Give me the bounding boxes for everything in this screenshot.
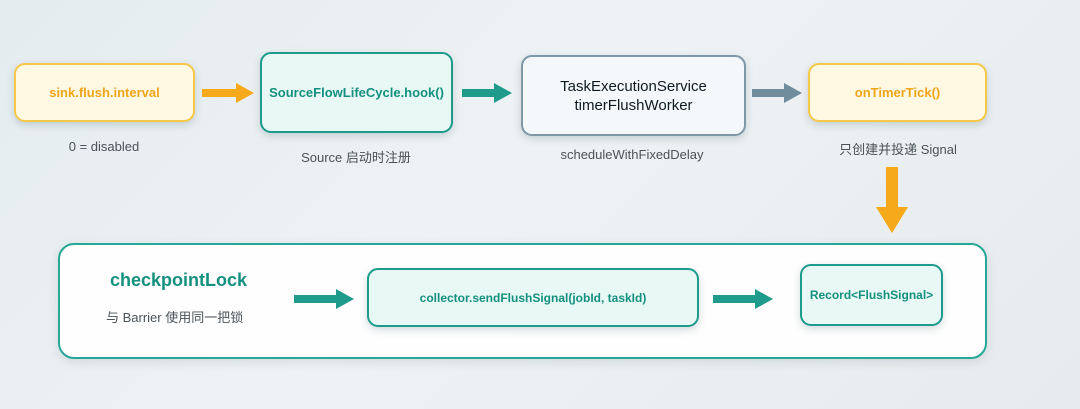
node-task-execution-service-line2: timerFlushWorker bbox=[574, 96, 693, 114]
arrow-send-to-record bbox=[713, 289, 773, 309]
caption-sink-flush-interval: 0 = disabled bbox=[68, 139, 140, 154]
node-record-flush-signal-label: Record<FlushSignal> bbox=[809, 288, 934, 302]
node-task-execution-service: TaskExecutionService timerFlushWorker bbox=[521, 55, 746, 136]
node-send-flush-signal: collector.sendFlushSignal(jobId, taskId) bbox=[367, 268, 699, 327]
node-on-timer-tick: onTimerTick() bbox=[808, 63, 987, 122]
caption-task-execution-service: scheduleWithFixedDelay bbox=[560, 147, 704, 162]
node-sink-flush-interval: sink.flush.interval bbox=[14, 63, 195, 122]
node-sink-flush-interval-label: sink.flush.interval bbox=[49, 85, 160, 100]
checkpoint-lock-title: checkpointLock bbox=[110, 270, 248, 290]
caption-on-timer-tick: 只创建并投递 Signal bbox=[839, 142, 957, 157]
node-task-execution-service-line1: TaskExecutionService bbox=[560, 77, 707, 95]
arrow-interval-to-hook bbox=[202, 83, 254, 103]
arrow-lock-to-send bbox=[294, 289, 354, 309]
node-on-timer-tick-label: onTimerTick() bbox=[854, 85, 941, 100]
node-source-flow-lifecycle-hook: SourceFlowLifeCycle.hook() bbox=[260, 52, 453, 133]
node-send-flush-signal-label: collector.sendFlushSignal(jobId, taskId) bbox=[419, 290, 647, 305]
caption-source-flow-lifecycle-hook: Source 启动时注册 bbox=[301, 150, 411, 165]
arrow-service-to-tick bbox=[752, 83, 802, 103]
arrow-hook-to-service bbox=[462, 83, 512, 103]
arrow-tick-down bbox=[876, 167, 908, 233]
checkpoint-lock-subtitle: 与 Barrier 使用同一把锁 bbox=[106, 310, 244, 325]
node-record-flush-signal: Record<FlushSignal> bbox=[800, 264, 943, 326]
node-source-flow-lifecycle-hook-label: SourceFlowLifeCycle.hook() bbox=[269, 85, 444, 100]
